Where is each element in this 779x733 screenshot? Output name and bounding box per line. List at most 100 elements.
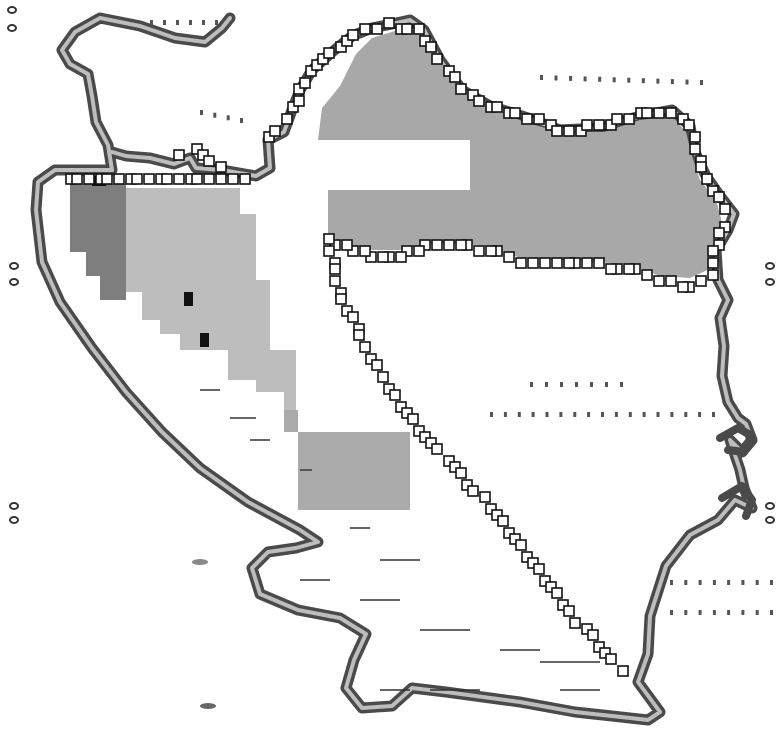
gridded-border-cells: [65, 17, 731, 677]
grid-cell: [383, 17, 395, 29]
grid-cell: [479, 491, 491, 503]
trace-dot: [727, 610, 731, 615]
trace-dot: [614, 412, 618, 417]
edge-tick-markers: [7, 6, 775, 709]
trace-dot: [712, 610, 716, 615]
grid-cell: [509, 107, 521, 119]
grid-cell: [347, 29, 359, 41]
grid-cell: [401, 407, 413, 419]
grid-cell: [305, 65, 317, 77]
edge-tick: [9, 516, 19, 524]
grid-cell: [605, 653, 617, 665]
grid-cell: [311, 59, 323, 71]
grid-cell: [263, 131, 275, 143]
grid-cell: [563, 605, 575, 617]
northern-region-fill: [318, 30, 722, 278]
grid-cell: [707, 185, 719, 197]
trace-dot: [727, 580, 731, 585]
western-region-fill: [126, 188, 296, 410]
edge-tick: [765, 278, 775, 286]
grid-cell: [527, 557, 539, 569]
edge-tick: [9, 502, 19, 510]
grid-cell: [455, 83, 467, 95]
grid-cell: [287, 101, 299, 113]
marker-square: [184, 292, 193, 306]
grid-cell: [467, 485, 479, 497]
trace-dot: [150, 20, 153, 25]
edge-tick: [765, 516, 775, 524]
trace-dot: [670, 79, 674, 85]
grid-cell: [377, 251, 389, 263]
grid-cell: [359, 245, 371, 257]
grid-cell: [527, 257, 539, 269]
grid-cell: [653, 275, 665, 287]
trace-dot: [770, 580, 773, 585]
grid-cell: [539, 257, 551, 269]
edge-tick: [9, 262, 19, 270]
grid-cell: [215, 161, 227, 173]
trace-dot: [698, 580, 702, 585]
grid-cell: [215, 173, 227, 185]
grid-cell: [683, 119, 695, 131]
grid-cell: [521, 551, 533, 563]
grid-cell: [347, 311, 359, 323]
grid-cell: [551, 587, 563, 599]
grid-cell: [293, 83, 305, 95]
trace-dot: [240, 118, 243, 123]
trace-dot: [503, 412, 507, 417]
grid-cell: [467, 89, 479, 101]
grid-cell: [497, 515, 509, 527]
trace-dot: [685, 79, 689, 85]
trace-dot: [755, 580, 759, 585]
grid-cell: [533, 113, 545, 125]
grid-cell: [569, 617, 581, 629]
grid-cell: [407, 413, 419, 425]
grid-cell: [515, 257, 527, 269]
grid-cell: [593, 119, 605, 131]
trace-dot: [605, 382, 608, 387]
trace-dot: [530, 382, 533, 387]
grid-cell: [491, 509, 503, 521]
edge-tick: [9, 278, 19, 286]
grid-cell: [359, 341, 371, 353]
trace-dot: [670, 610, 673, 615]
grid-cell: [347, 245, 359, 257]
grid-cell: [503, 251, 515, 263]
trace-dot: [215, 20, 218, 25]
grid-cell: [623, 113, 635, 125]
grid-cell: [515, 539, 527, 551]
grid-cell: [581, 119, 593, 131]
grid-cell: [443, 239, 455, 251]
edge-tick: [7, 24, 17, 32]
grid-cell: [545, 581, 557, 593]
grid-cell: [371, 23, 383, 35]
grid-cell: [419, 35, 431, 47]
trace-dot: [540, 75, 543, 80]
grid-cell: [605, 119, 617, 131]
edge-tick: [765, 262, 775, 270]
grid-cell: [449, 461, 461, 473]
trace-dot: [490, 412, 493, 417]
grid-cell: [695, 161, 707, 173]
trace-dot: [700, 80, 703, 85]
grid-cell: [707, 245, 719, 257]
grid-cell: [473, 95, 485, 107]
grid-cell: [563, 125, 575, 137]
grid-cell: [665, 275, 677, 287]
grid-cell: [341, 305, 353, 317]
dotted-traces: [150, 20, 773, 691]
trace-dot: [531, 412, 535, 417]
trace-dot: [560, 382, 563, 387]
grid-cell: [341, 35, 353, 47]
grid-cell: [719, 203, 731, 215]
trace-dot: [684, 580, 688, 585]
grid-cell: [203, 173, 215, 185]
grid-cell: [365, 251, 377, 263]
trace-dot: [200, 110, 203, 115]
grid-cell: [191, 173, 203, 185]
grid-cell: [623, 263, 635, 275]
trace-dot: [573, 412, 577, 417]
grid-cell: [173, 173, 185, 185]
grid-cell: [461, 479, 473, 491]
